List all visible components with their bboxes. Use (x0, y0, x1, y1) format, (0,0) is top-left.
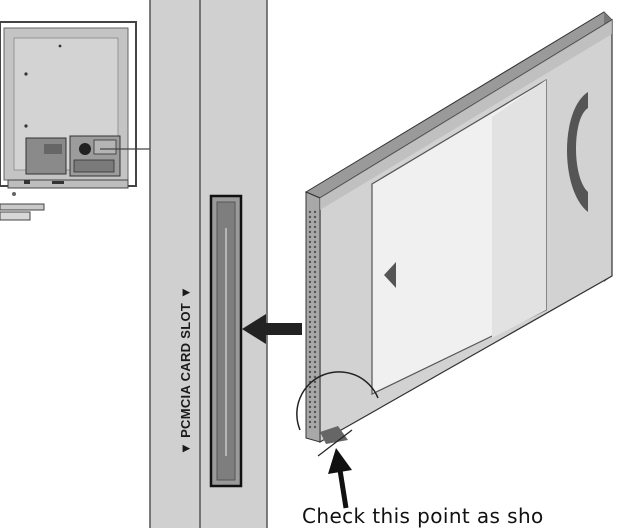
connector-pin (308, 255, 312, 259)
connector-pin (308, 365, 312, 369)
connector-pin (308, 305, 312, 309)
connector-pin (308, 275, 312, 279)
connector-pin (308, 260, 312, 264)
connector-pin (308, 215, 312, 219)
connector-pin (308, 420, 312, 424)
connector-pin (308, 270, 312, 274)
connector-pin (313, 235, 317, 239)
connector-pin (313, 405, 317, 409)
connector-pin (313, 360, 317, 364)
connector-pin (313, 390, 317, 394)
connector-pin (313, 410, 317, 414)
connector-pin (313, 210, 317, 214)
caption-text: Check this point as sho (302, 504, 544, 528)
connector-pin (308, 285, 312, 289)
check-point-marker (296, 371, 379, 457)
terminal-block (25, 135, 121, 177)
connector-pin (313, 415, 317, 419)
connector-pin (313, 420, 317, 424)
connector-pin (308, 355, 312, 359)
connector-pin (308, 340, 312, 344)
connector-pin (308, 385, 312, 389)
tv-rear-inset (0, 21, 150, 221)
connector-pin (313, 230, 317, 234)
connector-pin (313, 400, 317, 404)
connector-pin (313, 300, 317, 304)
connector-pin (308, 245, 312, 249)
connector-pin (313, 295, 317, 299)
connector-pin (308, 230, 312, 234)
connector-pin (308, 375, 312, 379)
connector-pin (308, 405, 312, 409)
connector-pin (313, 335, 317, 339)
connector-pin (313, 290, 317, 294)
connector-pin (313, 255, 317, 259)
connector-pin (313, 425, 317, 429)
connector-pin (308, 235, 312, 239)
connector-pin (313, 275, 317, 279)
connector-pin (313, 225, 317, 229)
pcmcia-slot (209, 194, 243, 488)
connector-pin (308, 300, 312, 304)
connector-pin (313, 240, 317, 244)
connector-pin (313, 375, 317, 379)
connector-pin (313, 320, 317, 324)
connector-pin (313, 315, 317, 319)
connector-pin (313, 265, 317, 269)
connector-pin (308, 265, 312, 269)
connector-pin (313, 280, 317, 284)
connector-pin (308, 390, 312, 394)
connector-pin (308, 330, 312, 334)
connector-pin (308, 250, 312, 254)
connector-pin (313, 215, 317, 219)
connector-pin (313, 270, 317, 274)
connector-pin (308, 350, 312, 354)
connector-pin (313, 305, 317, 309)
connector-pin (308, 345, 312, 349)
connector-pin (308, 395, 312, 399)
connector-pin (308, 220, 312, 224)
connector-pin (308, 295, 312, 299)
connector-pin (313, 285, 317, 289)
connector-pin (313, 380, 317, 384)
connector-pin (313, 245, 317, 249)
connector-pin (313, 345, 317, 349)
connector-pins (308, 210, 317, 429)
connector-pin (308, 400, 312, 404)
connector-pin (313, 385, 317, 389)
connector-pin (308, 325, 312, 329)
slot-label: ▼ PCMCIA CARD SLOT ▼ (178, 285, 193, 455)
connector-pin (313, 370, 317, 374)
connector-pin (313, 395, 317, 399)
connector-pin (308, 315, 312, 319)
connector-pin (313, 350, 317, 354)
insert-arrow (242, 314, 302, 344)
connector-pin (313, 355, 317, 359)
connector-pin (308, 425, 312, 429)
connector-pin (308, 210, 312, 214)
connector-pin (313, 260, 317, 264)
tv-side-panel (149, 0, 268, 528)
connector-pin (308, 280, 312, 284)
connector-pin (313, 365, 317, 369)
connector-pin (313, 325, 317, 329)
connector-pin (308, 290, 312, 294)
ci-card (304, 11, 613, 444)
connector-pin (308, 410, 312, 414)
connector-pin (308, 360, 312, 364)
connector-pin (308, 335, 312, 339)
connector-pin (308, 415, 312, 419)
connector-pin (313, 330, 317, 334)
connector-pin (313, 340, 317, 344)
connector-pin (313, 220, 317, 224)
connector-pin (313, 250, 317, 254)
connector-pin (308, 370, 312, 374)
connector-pin (308, 240, 312, 244)
connector-pin (308, 225, 312, 229)
check-point-arrow (328, 448, 352, 509)
connector-pin (313, 310, 317, 314)
connector-pin (308, 310, 312, 314)
connector-pin (308, 320, 312, 324)
